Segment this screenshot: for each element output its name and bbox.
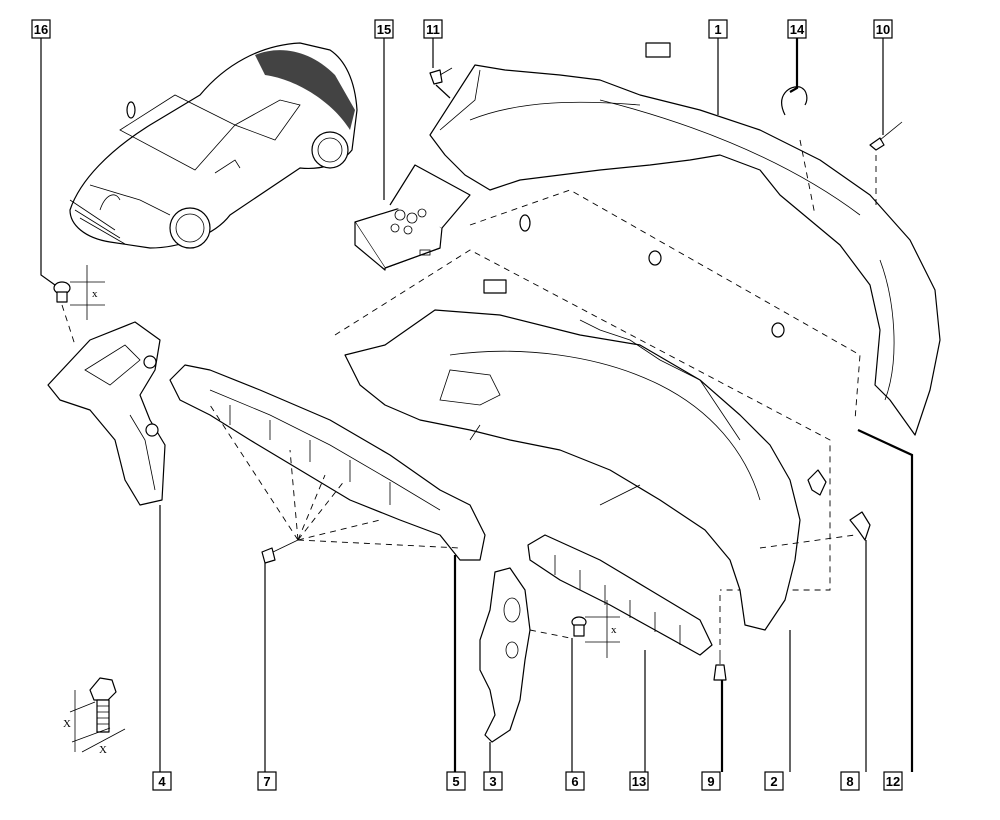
bracket-8	[759, 469, 871, 549]
callout-9: 9	[701, 771, 721, 791]
callout-4: 4	[152, 771, 172, 791]
hook-14	[781, 86, 808, 116]
callout-label: 1	[714, 22, 721, 37]
callout-label: 13	[632, 774, 646, 789]
screw-11	[429, 67, 453, 99]
callout-7: 7	[257, 771, 277, 791]
callout-label: 16	[34, 22, 48, 37]
bumper-lower-assembly	[344, 309, 801, 631]
callout-2: 2	[764, 771, 784, 791]
callout-label: 8	[846, 774, 853, 789]
dim-label-x-16: x	[92, 288, 98, 300]
dim-label-x-6: x	[611, 624, 617, 636]
callout-label: 6	[571, 774, 578, 789]
side-bracket-3	[479, 567, 571, 743]
retaining-clips	[483, 214, 785, 338]
callout-label: 7	[263, 774, 270, 789]
callout-label: 4	[158, 774, 166, 789]
bumper-beam-5	[169, 364, 486, 561]
bolt-dimension-detail: X X	[63, 677, 126, 756]
dim-label-bolt-vertical: X	[63, 718, 71, 730]
callout-15: 15	[374, 19, 394, 39]
callout-12: 12	[883, 771, 903, 791]
screw-9	[713, 595, 727, 681]
rivet-7	[209, 404, 461, 564]
callout-label: 9	[707, 774, 714, 789]
callout-5: 5	[446, 771, 466, 791]
side-bracket-4	[47, 321, 166, 506]
callout-label: 3	[489, 774, 496, 789]
assembly-plane-lower	[334, 249, 831, 591]
callout-16: 16	[31, 19, 51, 39]
clip-16: x	[53, 265, 105, 346]
leader-lines	[40, 38, 914, 772]
callout-14: 14	[787, 19, 807, 39]
callout-6: 6	[565, 771, 585, 791]
callout-label: 12	[886, 774, 900, 789]
dim-label-bolt-horizontal: X	[99, 744, 107, 756]
callout-label: 5	[452, 774, 459, 789]
clip-kit-box	[354, 164, 471, 271]
callout-label: 11	[426, 22, 440, 37]
callout-3: 3	[483, 771, 503, 791]
callout-label: 14	[790, 22, 805, 37]
vehicle-overview-illustration	[69, 42, 358, 249]
callout-label: 15	[377, 22, 391, 37]
callout-label: 10	[876, 22, 890, 37]
callout-10: 10	[873, 19, 893, 39]
energy-absorber-13	[527, 534, 713, 656]
bumper-cover-upper	[429, 42, 941, 436]
clip-6: x	[571, 600, 620, 658]
rivet-10	[869, 121, 903, 151]
callout-11: 11	[423, 19, 443, 39]
callout-8: 8	[840, 771, 860, 791]
callout-label: 2	[770, 774, 777, 789]
callout-13: 13	[629, 771, 649, 791]
callout-1: 1	[708, 19, 728, 39]
